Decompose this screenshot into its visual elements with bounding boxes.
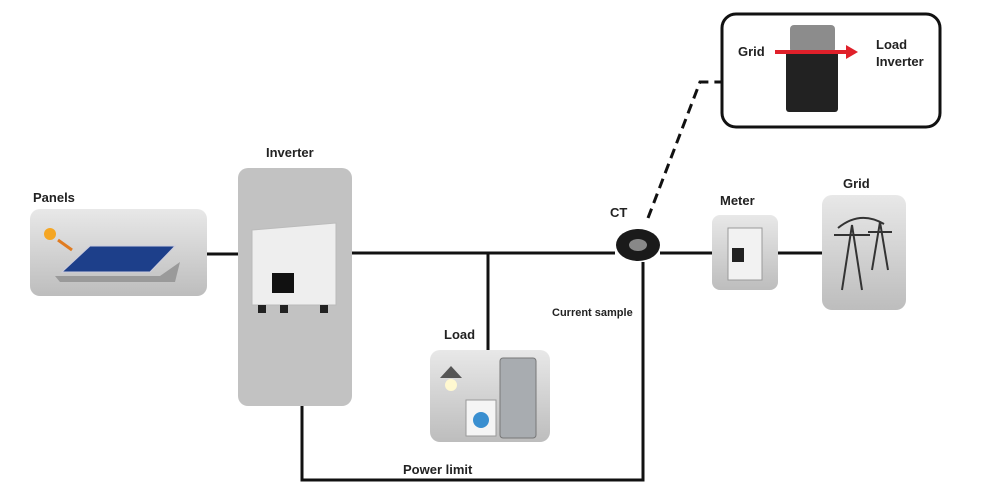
- inverter-image: [238, 168, 352, 406]
- meter-label: Meter: [720, 193, 755, 208]
- wire-power-limit: [300, 262, 645, 482]
- lamp-icon: [440, 366, 462, 378]
- solar-panels-image: [30, 209, 207, 296]
- ct-callout-leader: [646, 80, 722, 219]
- panels-label: Panels: [33, 190, 75, 205]
- callout-grid-label: Grid: [738, 44, 765, 59]
- power-limit-label: Power limit: [403, 462, 473, 477]
- transmission-tower-icon: [834, 217, 892, 291]
- ct-callout: Grid Load Inverter: [720, 12, 942, 129]
- current-sample-label: Current sample: [552, 307, 633, 319]
- ct-clamp-image: [616, 229, 660, 261]
- grid-label: Grid: [843, 176, 870, 191]
- arrow-right-icon: [846, 45, 858, 59]
- wires: [207, 80, 822, 482]
- sun-icon: [44, 228, 56, 240]
- fridge-icon: [499, 357, 537, 439]
- meter-image: [712, 215, 778, 290]
- inverter-label: Inverter: [266, 145, 314, 160]
- load-appliances-image: [430, 350, 550, 442]
- grid-tower-image: [822, 195, 906, 310]
- load-label: Load: [444, 327, 475, 342]
- ct-label: CT: [610, 205, 627, 220]
- callout-inverter-label: Inverter: [876, 54, 924, 69]
- callout-load-label: Load: [876, 37, 907, 52]
